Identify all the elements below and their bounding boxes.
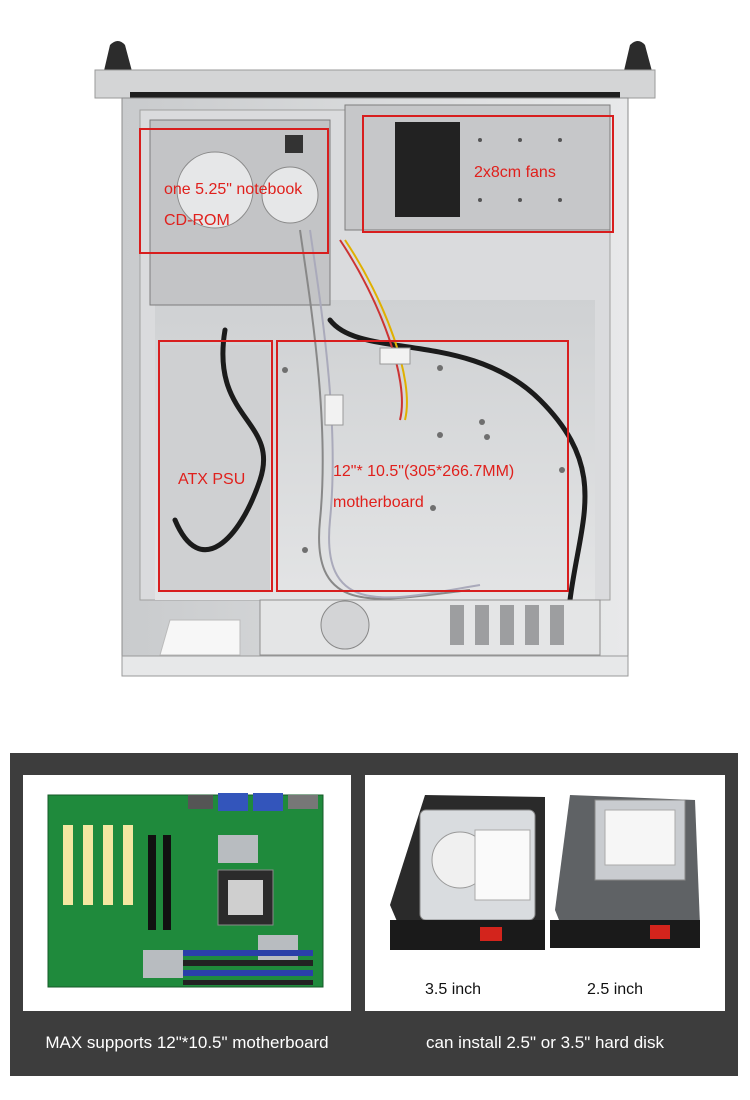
- fans-label: 2x8cm fans: [474, 164, 556, 181]
- hdd-35-tray: [390, 795, 545, 950]
- motherboard-caption: MAX supports 12"*10.5" motherboard: [45, 1033, 329, 1052]
- hdd-25-label: 2.5 inch: [587, 981, 644, 998]
- motherboard-highlight-box: [276, 340, 569, 592]
- feature-panel: 3.5 inch 2.5 inch MAX supports 12"*10.5"…: [10, 753, 738, 1076]
- hdd-35-label: 3.5 inch: [425, 981, 482, 998]
- hard-disk-trays-image: [390, 795, 700, 950]
- psu-highlight-box: [158, 340, 273, 592]
- motherboard-image: [47, 793, 324, 988]
- hard-disk-caption: can install 2.5" or 3.5" hard disk: [426, 1033, 664, 1052]
- psu-label: ATX PSU: [178, 471, 246, 488]
- cdrom-label-line1: one 5.25" notebook: [164, 181, 303, 198]
- chassis-illustration: [94, 41, 656, 677]
- cdrom-highlight-box: [139, 128, 329, 254]
- hdd-25-tray: [550, 795, 700, 948]
- hard-disk-card: 3.5 inch 2.5 inch: [365, 775, 725, 1011]
- chassis-photo: one 5.25" notebook CD-ROM 2x8cm fans ATX…: [94, 41, 656, 677]
- motherboard-card: [23, 775, 351, 1011]
- motherboard-size-label: 12"* 10.5"(305*266.7MM): [333, 463, 515, 480]
- cdrom-label-line2: CD-ROM: [164, 212, 230, 229]
- motherboard-label: motherboard: [333, 494, 424, 511]
- fans-highlight-box: [362, 115, 614, 233]
